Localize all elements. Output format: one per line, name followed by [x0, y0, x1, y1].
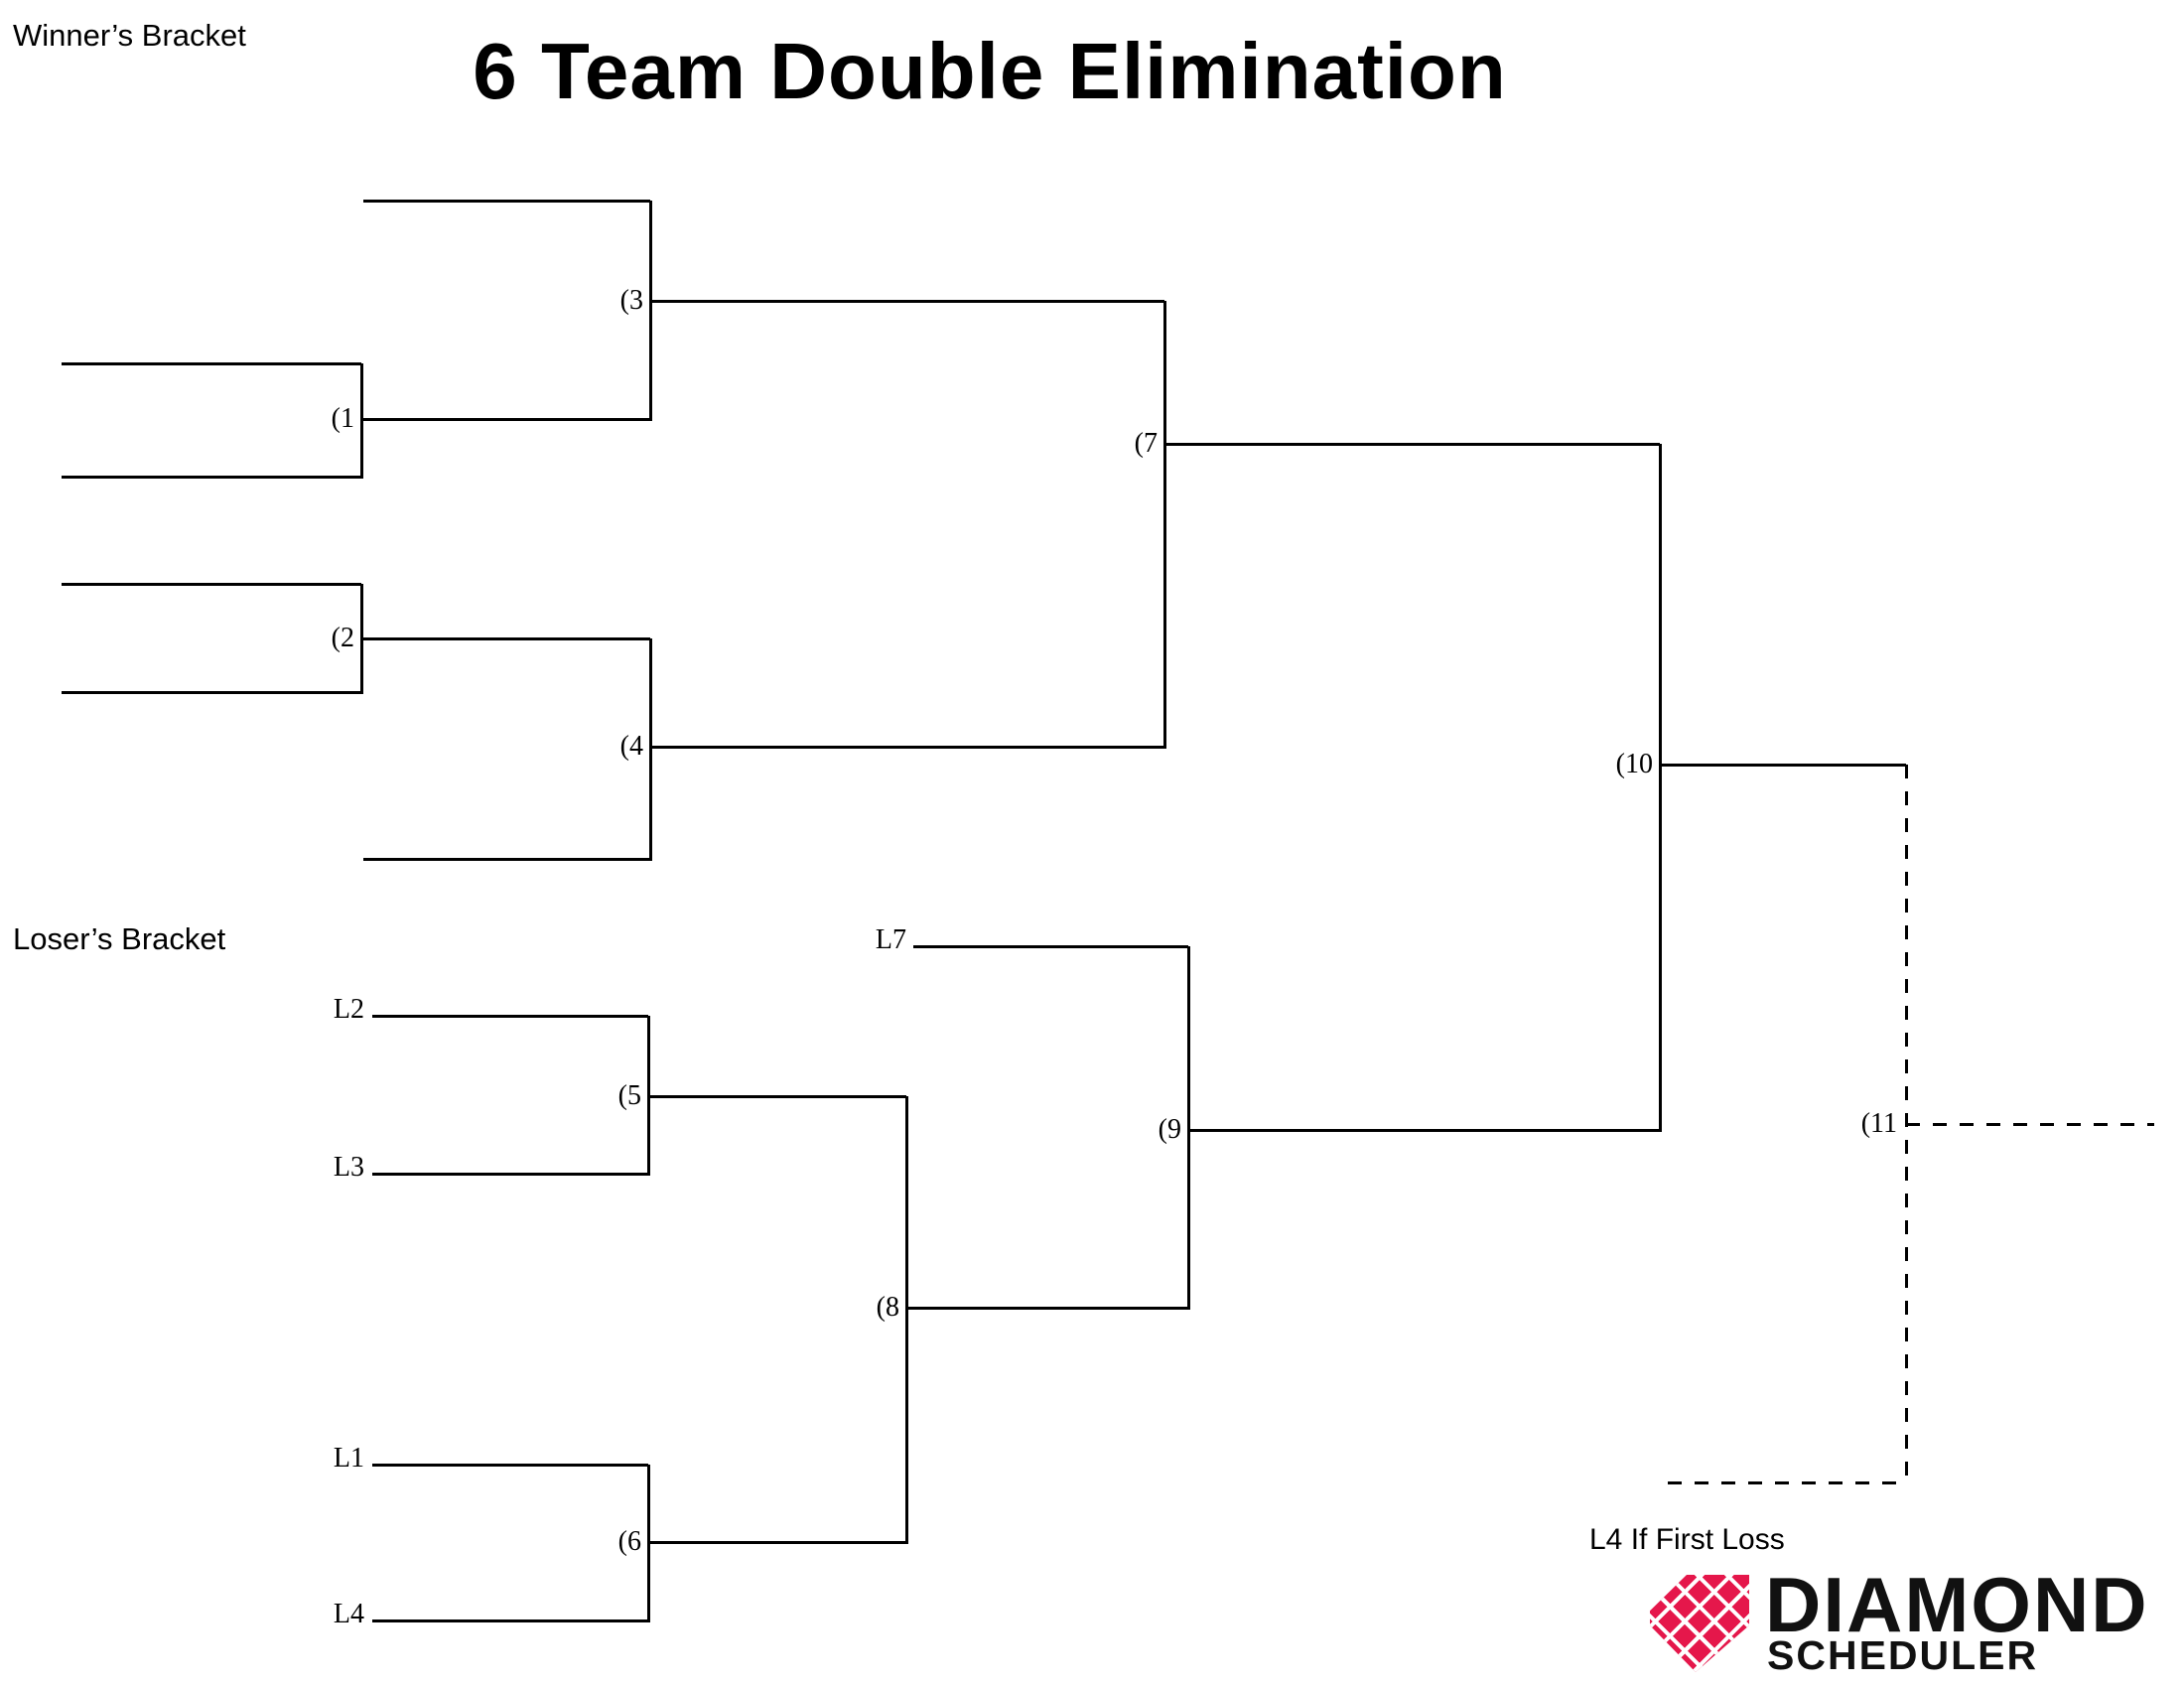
- match10-winner-line: [1660, 763, 1906, 767]
- match-label-1: (1: [331, 403, 354, 434]
- feeder-label-l1: L1: [333, 1443, 364, 1474]
- match10-join-line: [1658, 444, 1662, 1132]
- match-label-8: (8: [876, 1292, 899, 1323]
- match2-bottom-team-line: [62, 690, 361, 694]
- match7-winner-line: [1164, 442, 1660, 446]
- match6-winner-line: [648, 1540, 906, 1544]
- match-label-10: (10: [1615, 749, 1653, 779]
- loser4-feed-line: [372, 1618, 648, 1622]
- match1-join-line: [359, 363, 363, 479]
- losers-bracket-label: Loser’s Bracket: [13, 921, 226, 956]
- match1-winner-line: [361, 417, 650, 421]
- page-title: 6 Team Double Elimination: [473, 27, 1507, 115]
- match11-winner-line: [1906, 1122, 2154, 1126]
- match-label-6: (6: [617, 1526, 641, 1557]
- match2-top-team-line: [62, 582, 361, 586]
- feeder-label-l2: L2: [333, 994, 364, 1025]
- loser10-feed-line: [1668, 1480, 1906, 1484]
- footnote-l4-if-first-loss: L4 If First Loss: [1589, 1523, 1785, 1556]
- loser2-feed-line: [372, 1014, 648, 1018]
- match2-winner-line: [361, 636, 650, 640]
- match-label-11: (11: [1860, 1108, 1897, 1139]
- match8-winner-line: [906, 1306, 1188, 1310]
- match-label-2: (2: [331, 623, 354, 653]
- feeder-label-l7: L7: [875, 924, 906, 955]
- match9-join-line: [1186, 946, 1190, 1310]
- loser7-feed-line: [913, 944, 1188, 948]
- match5-winner-line: [648, 1094, 906, 1098]
- match-label-9: (9: [1158, 1114, 1181, 1145]
- match8-join-line: [904, 1096, 908, 1544]
- match1-top-team-line: [62, 361, 361, 365]
- match4-bye-line: [363, 857, 650, 861]
- match3-winner-line: [650, 299, 1164, 303]
- diamond-scheduler-logo: DIAMOND SCHEDULER: [1650, 1564, 2184, 1683]
- feeder-label-l4: L4: [333, 1599, 364, 1629]
- match-label-3: (3: [619, 285, 643, 316]
- loser3-feed-line: [372, 1172, 648, 1176]
- match1-bottom-team-line: [62, 475, 361, 479]
- winners-bracket-label: Winner’s Bracket: [13, 18, 246, 53]
- match-label-5: (5: [617, 1080, 641, 1111]
- match4-join-line: [648, 638, 652, 861]
- match3-join-line: [648, 201, 652, 421]
- match9-winner-line: [1188, 1128, 1660, 1132]
- loser1-feed-line: [372, 1463, 648, 1467]
- match7-join-line: [1162, 301, 1166, 749]
- logo-brand-subtitle: SCHEDULER: [1767, 1632, 2039, 1678]
- logo-brand-name: DIAMOND: [1765, 1561, 2149, 1648]
- match4-winner-line: [650, 745, 1164, 749]
- match3-bye-line: [363, 199, 650, 203]
- feeder-label-l3: L3: [333, 1152, 364, 1183]
- match-label-7: (7: [1134, 428, 1158, 459]
- match-label-4: (4: [619, 731, 643, 762]
- diamond-lattice-icon: [1650, 1575, 1749, 1672]
